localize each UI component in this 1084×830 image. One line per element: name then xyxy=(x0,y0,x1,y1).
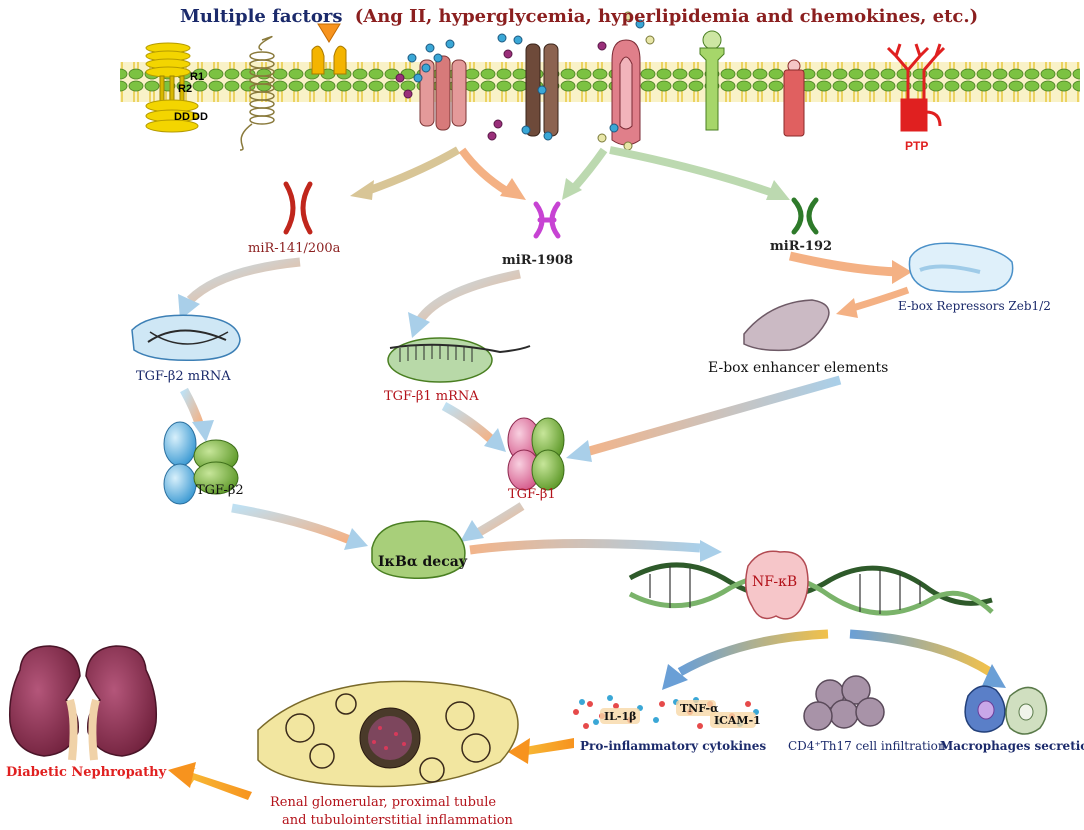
ptp-label: PTP xyxy=(905,139,928,153)
tgfb2-label: TGF-β2 xyxy=(196,483,244,498)
arrow-to-tissue xyxy=(508,738,574,764)
tgfb1-mrna-label: TGF-β1 mRNA xyxy=(384,389,479,404)
ebox-enhancer-label: E-box enhancer elements xyxy=(708,360,888,376)
dn-label: Diabetic Nephropathy xyxy=(6,765,167,780)
cd4-label: CD4⁺Th17 cell infiltration xyxy=(788,739,946,753)
kidneys-icon xyxy=(8,645,158,761)
ion-channel-pink-icon xyxy=(395,39,467,131)
arrows-to-ikba xyxy=(231,502,525,550)
cytokines-label: Pro-inflammatory cytokines xyxy=(580,739,766,753)
ligand-receptor-icon xyxy=(311,23,347,75)
tgfb2-protein-icon xyxy=(163,421,239,505)
ptp-receptor-icon: PTP xyxy=(886,43,946,153)
gpcr-coil-icon xyxy=(239,35,275,151)
nfkb-dna-icon xyxy=(628,550,994,620)
r1-label: R1 xyxy=(190,71,204,83)
death-receptor-icon: R1 R2 DD DD xyxy=(145,42,208,133)
title-main: Multiple factors xyxy=(180,6,342,27)
tgfb1-mrna-icon xyxy=(387,337,531,383)
ikba-icon xyxy=(371,520,466,579)
mirna-1908-label: miR-1908 xyxy=(502,253,573,268)
red-receptor-icon xyxy=(783,59,805,137)
dd-label-1: DD xyxy=(174,111,190,123)
cell-membrane xyxy=(120,62,1080,102)
mirna-center-icon xyxy=(533,201,561,239)
cytokines-icon xyxy=(573,695,759,729)
arrows-mrna-to-protein xyxy=(180,375,842,462)
r2-label: R2 xyxy=(178,83,192,95)
cd4-cells-icon xyxy=(803,675,885,731)
arrows-mirna-to-mrna xyxy=(178,251,912,338)
tgfb2-mrna-icon xyxy=(131,314,241,362)
arrows-nfkb-to-outcomes xyxy=(662,629,1006,690)
ikba-label: IκBα decay xyxy=(378,554,468,570)
title-sub: (Ang II, hyperglycemia, hyperlipidemia a… xyxy=(355,6,978,27)
page-title: Multiple factors (Ang II, hyperglycemia,… xyxy=(180,6,978,27)
il1b-label: IL-1β xyxy=(604,710,636,723)
ebox-enhancer-icon xyxy=(743,299,830,352)
macrophages-icon xyxy=(964,685,1048,735)
ion-channel-brown-icon xyxy=(487,33,559,141)
macrophages-label: Macrophages secretion xyxy=(940,739,1084,753)
tgfb1-label: TGF-β1 xyxy=(508,487,556,502)
renal-line2-label: and tubulointerstitial inflammation xyxy=(282,813,514,828)
mirna-141-label: miR-141/200a xyxy=(248,241,341,256)
dd-label-2: DD xyxy=(192,111,208,123)
ion-channel-large-icon xyxy=(597,11,655,151)
nfkb-label: NF-κB xyxy=(752,574,797,590)
renal-tissue-icon xyxy=(257,680,519,788)
mirna-right-icon xyxy=(791,197,819,235)
ebox-repressor-label: E-box Repressors Zeb1/2 xyxy=(898,299,1051,313)
green-receptor-icon xyxy=(699,30,725,131)
tgfb1-protein-icon xyxy=(507,417,565,491)
tnfa-label: TNF-α xyxy=(680,702,719,715)
ebox-repressor-icon xyxy=(908,242,1014,293)
arrow-to-kidneys xyxy=(168,762,252,800)
tgfb2-mrna-label: TGF-β2 mRNA xyxy=(136,369,231,384)
icam1-label: ICAM-1 xyxy=(714,714,761,727)
mirna-left-icon xyxy=(283,181,313,235)
mirna-192-label: miR-192 xyxy=(770,239,832,254)
arrow-ikba-to-nfkb xyxy=(469,538,722,562)
arrows-membrane-to-mirna xyxy=(350,146,790,200)
renal-line1-label: Renal glomerular, proximal tubule xyxy=(270,795,496,810)
